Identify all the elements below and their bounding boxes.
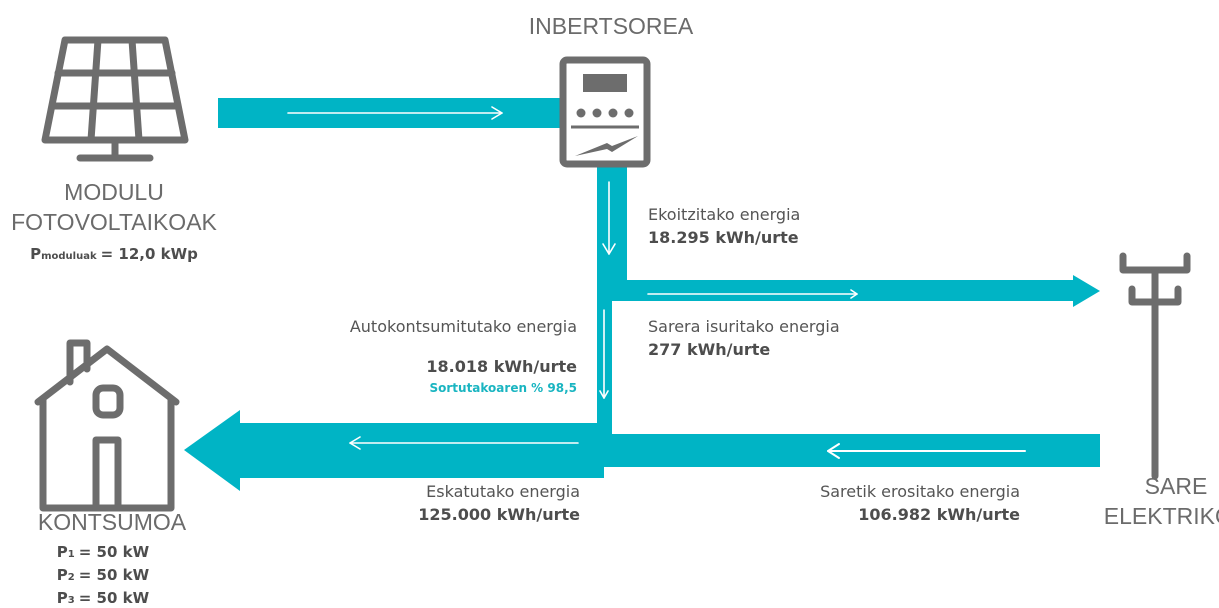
produced-energy-value: 18.295 kWh/urte xyxy=(648,228,799,247)
power-pylon-icon xyxy=(1119,252,1191,480)
selfconsumed-flow-arrow xyxy=(599,309,609,399)
pv-title-line1: MODULU xyxy=(64,179,164,205)
grid-title-line2: ELEKTRIKOA xyxy=(1104,503,1219,529)
purchase-flow-arrow xyxy=(827,443,1026,459)
purchased-energy-value: 106.982 kWh/urte xyxy=(858,505,1020,524)
export-arrowhead xyxy=(1073,275,1100,307)
pv-title-line2: FOTOVOLTAIKOAK xyxy=(11,209,217,235)
selfconsumed-energy-label: Autokontsumitutako energia xyxy=(350,317,577,336)
flow-arrows xyxy=(287,106,1026,459)
demand-flow-arrow xyxy=(349,436,579,450)
demand-band xyxy=(240,423,604,478)
flow-bands xyxy=(184,98,1100,491)
purchased-energy-label: Saretik erositako energia xyxy=(820,482,1020,501)
consumption-power-3: P3= 50 kW xyxy=(57,589,150,607)
grid-title-line1: SARE xyxy=(1145,473,1208,499)
demanded-energy-label: Eskatutako energia xyxy=(426,482,580,501)
selfconsumed-share: Sortutakoaren % 98,5 xyxy=(429,381,577,395)
demand-arrowhead xyxy=(184,410,240,491)
house-icon xyxy=(34,339,180,512)
consumption-power-2: P2= 50 kW xyxy=(57,566,150,584)
consumption-title: KONTSUMOA xyxy=(38,509,187,535)
inverter-icon xyxy=(559,56,651,168)
inverter-down-arrow xyxy=(602,181,616,255)
demanded-energy-value: 125.000 kWh/urte xyxy=(418,505,580,524)
pv-flow-arrow xyxy=(287,106,503,120)
solar-panel-icon xyxy=(41,36,189,162)
export-flow-arrow xyxy=(647,289,858,299)
consumption-power-1: P1= 50 kW xyxy=(57,543,150,561)
selfconsumed-energy-value: 18.018 kWh/urte xyxy=(426,357,577,376)
inverter-title: INBERTSOREA xyxy=(529,13,694,39)
exported-energy-value: 277 kWh/urte xyxy=(648,340,770,359)
pv-power: Pmoduluak= 12,0 kWp xyxy=(30,245,198,263)
export-band xyxy=(597,280,1077,301)
inverter-down-band xyxy=(597,165,627,292)
produced-energy-label: Ekoitzitako energia xyxy=(648,205,800,224)
exported-energy-label: Sarera isuritako energia xyxy=(648,317,840,336)
